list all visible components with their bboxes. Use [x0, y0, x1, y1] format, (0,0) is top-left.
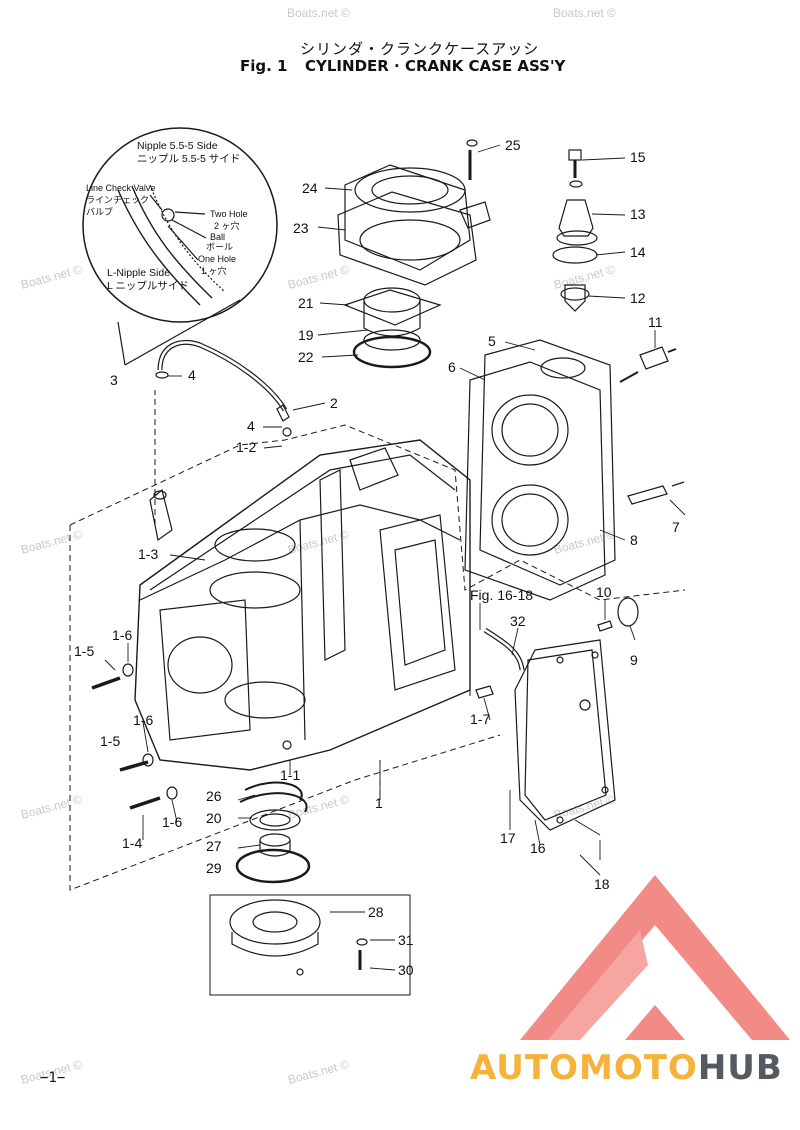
part-cover-plate: [337, 139, 491, 286]
callout-1-6b: 1-6: [133, 712, 153, 728]
callout-2: 2: [330, 395, 338, 411]
part-small-fittings: [475, 597, 639, 699]
brand-part-auto: AUTO: [470, 1048, 579, 1088]
part-side-cover: [514, 639, 616, 831]
inset-label-l-nipple-jp: L ニップルサイド: [107, 280, 189, 292]
callout-25: 25: [505, 137, 521, 153]
inset-label-nipple: Nipple 5.5-5 Side: [137, 140, 218, 152]
callout-20: 20: [206, 810, 222, 826]
brand-part-moto: MOTO: [578, 1048, 698, 1088]
callout-17: 17: [500, 830, 516, 846]
callout-3: 3: [110, 372, 118, 388]
callout-19: 19: [298, 327, 314, 343]
part-cylinder-head: [464, 339, 685, 601]
callout-11: 11: [648, 314, 663, 330]
callout-1-4: 1-4: [122, 835, 142, 851]
inset-label-two-hole-jp: 2 ヶ穴: [214, 220, 240, 231]
callout-13: 13: [630, 206, 646, 222]
part-thermostat-group: [552, 149, 677, 383]
watermark: Boats.net ©: [287, 6, 350, 20]
inset-label-ball-jp: ボール: [206, 242, 233, 252]
callout-12: 12: [630, 290, 646, 306]
part-bolts-left: [91, 663, 178, 810]
callout-16: 16: [530, 840, 546, 856]
callout-32: 32: [510, 613, 526, 629]
brand-part-hub: HUB: [697, 1048, 783, 1088]
callout-1-5: 1-5: [74, 643, 94, 659]
callout-18: 18: [594, 876, 610, 892]
callout-1: 1: [375, 795, 383, 811]
inset-detail-circle: Nipple 5.5-5 Side ニップル 5.5-5 サイド Line Ch…: [82, 127, 278, 366]
callout-24: 24: [302, 180, 318, 196]
callout-27: 27: [206, 838, 222, 854]
callout-1-7: 1-7: [470, 711, 490, 727]
part-bottom-seals: [235, 781, 311, 884]
callout-4b: 4: [247, 418, 255, 434]
part-seal-housing: [343, 287, 442, 369]
callout-26: 26: [206, 788, 222, 804]
page-number: −1−: [40, 1070, 66, 1086]
inset-label-ball: Ball: [210, 232, 225, 242]
callout-5: 5: [488, 333, 496, 349]
inset-label-one-hole: One Hole: [198, 254, 236, 264]
callout-15: 15: [630, 149, 646, 165]
brand-triangle-logo: [520, 875, 790, 1040]
leader-lines: [104, 144, 686, 971]
callout-fig-ref: Fig. 16-18: [470, 587, 533, 603]
callout-9: 9: [630, 652, 638, 668]
title-english: CYLINDER · CRANK CASE ASS'Y: [305, 57, 566, 75]
brand-logo-text: AUTOMOTOHUB: [470, 1048, 783, 1088]
callout-29: 29: [206, 860, 222, 876]
callout-1-6: 1-6: [112, 627, 132, 643]
inset-label-nipple-jp: ニップル 5.5-5 サイド: [137, 153, 240, 165]
callout-10: 10: [596, 584, 612, 600]
figure-label: Fig. 1: [240, 57, 288, 75]
callout-23: 23: [293, 220, 309, 236]
callout-labels: 25 15 24 13 23 14 21 12 19 11 22 5 3 4 6…: [74, 137, 680, 978]
callout-21: 21: [298, 295, 314, 311]
callout-1-3: 1-3: [138, 546, 158, 562]
inset-label-valve-jp2: バルブ: [86, 206, 113, 217]
callout-1-2: 1-2: [236, 439, 256, 455]
part-box-28: [209, 894, 411, 996]
callout-1-1: 1-1: [280, 767, 300, 783]
callout-6: 6: [448, 359, 456, 375]
callout-1-6c: 1-6: [162, 814, 182, 830]
inset-label-two-hole: Two Hole: [210, 209, 248, 219]
callout-4: 4: [188, 367, 196, 383]
callout-31: 31: [398, 932, 414, 948]
callout-28: 28: [368, 904, 384, 920]
callout-30: 30: [398, 962, 414, 978]
callout-8: 8: [630, 532, 638, 548]
callout-1-5b: 1-5: [100, 733, 120, 749]
inset-label-valve: Line Check Valve: [86, 183, 155, 193]
part-hose: [155, 339, 290, 422]
inset-label-one-hole-jp: 1 ヶ穴: [201, 265, 227, 276]
title-japanese: シリンダ・クランクケースアッシ: [300, 40, 540, 58]
inset-label-l-nipple: L-Nipple Side: [107, 267, 170, 279]
callout-22: 22: [298, 349, 314, 365]
callout-7: 7: [672, 519, 680, 535]
inset-label-valve-jp1: ラインチェック: [86, 195, 149, 205]
part-crankcase: [134, 427, 471, 771]
watermark: Boats.net ©: [553, 6, 616, 20]
callout-14: 14: [630, 244, 646, 260]
